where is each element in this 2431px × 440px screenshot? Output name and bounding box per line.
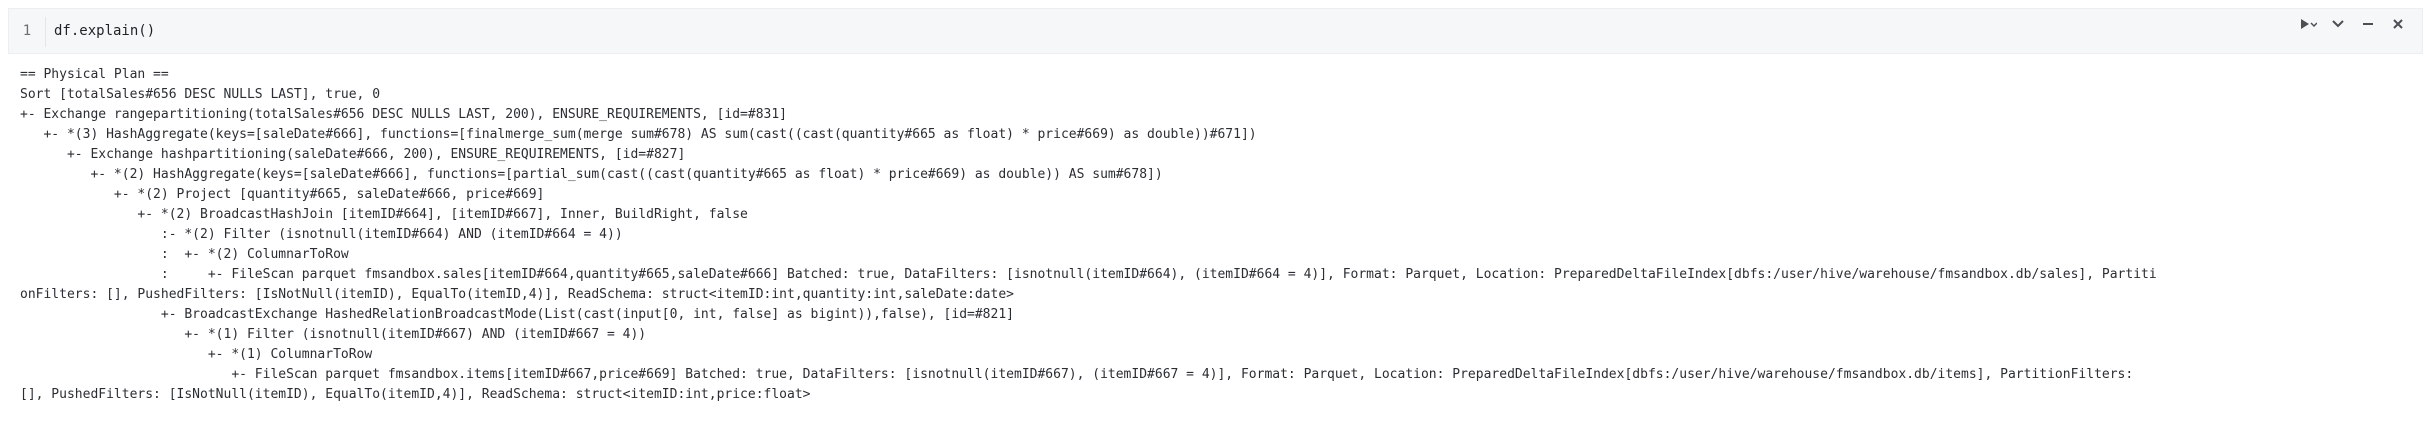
- output-line: +- *(2) Project [quantity#665, saleDate#…: [20, 187, 545, 202]
- close-icon[interactable]: [2388, 14, 2408, 34]
- code-editor[interactable]: df.explain(): [54, 23, 156, 39]
- output-line: +- *(3) HashAggregate(keys=[saleDate#666…: [20, 127, 1257, 142]
- minimize-icon[interactable]: [2358, 14, 2378, 34]
- gutter-divider: [45, 17, 46, 47]
- output-line: Sort [totalSales#656 DESC NULLS LAST], t…: [20, 87, 381, 102]
- output-line: +- *(1) ColumnarToRow: [20, 347, 373, 362]
- collapse-icon[interactable]: [2328, 14, 2348, 34]
- output-line: +- *(2) HashAggregate(keys=[saleDate#666…: [20, 167, 1163, 182]
- output-line: +- Exchange hashpartitioning(saleDate#66…: [20, 147, 686, 162]
- code-cell[interactable]: 1 df.explain(): [8, 8, 2423, 54]
- output-line: == Physical Plan ==: [20, 67, 169, 82]
- output-line: +- FileScan parquet fmsandbox.items[item…: [20, 367, 2134, 382]
- output-line: onFilters: [], PushedFilters: [IsNotNull…: [20, 287, 1014, 302]
- cell-output: == Physical Plan == Sort [totalSales#656 …: [20, 65, 2415, 405]
- output-line: +- *(2) BroadcastHashJoin [itemID#664], …: [20, 207, 748, 222]
- output-line: +- Exchange rangepartitioning(totalSales…: [20, 107, 788, 122]
- output-line: +- *(1) Filter (isnotnull(itemID#667) AN…: [20, 327, 647, 342]
- output-line: [], PushedFilters: [IsNotNull(itemID), E…: [20, 387, 811, 402]
- output-line: +- BroadcastExchange HashedRelationBroad…: [20, 307, 1014, 322]
- run-icon[interactable]: [2298, 14, 2318, 34]
- output-line: :- *(2) Filter (isnotnull(itemID#664) AN…: [20, 227, 623, 242]
- cell-actions: [2298, 11, 2408, 37]
- line-number: 1: [22, 23, 32, 39]
- output-line: : +- FileScan parquet fmsandbox.sales[it…: [20, 267, 2157, 282]
- output-line: : +- *(2) ColumnarToRow: [20, 247, 349, 262]
